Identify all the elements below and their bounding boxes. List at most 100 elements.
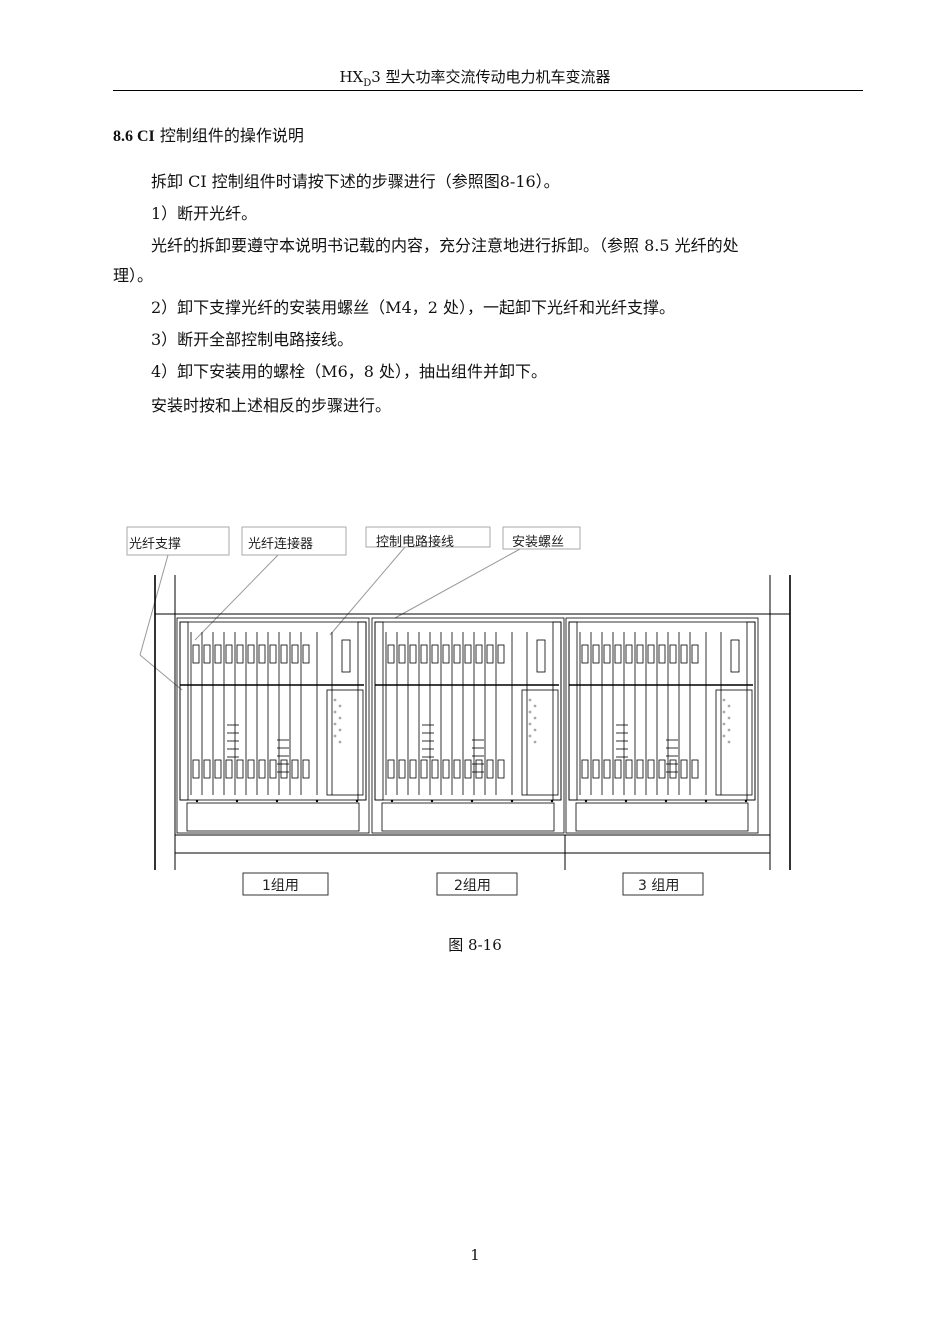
led-dot: [338, 728, 342, 732]
step-1: 1）断开光纤。: [151, 204, 258, 223]
group-outline: [565, 617, 759, 834]
screw: [195, 799, 199, 803]
group-outline: [176, 617, 370, 834]
leader-line-1: [139, 554, 169, 656]
card-handle-top: [398, 644, 406, 664]
section-heading: 8.6 CI 控制组件的操作说明: [113, 122, 304, 146]
led-dot: [533, 704, 537, 708]
group-label-2: 2组用: [454, 878, 491, 894]
screw: [275, 799, 279, 803]
card-handle-top: [269, 644, 277, 664]
card-handle-top: [258, 644, 266, 664]
callout-box-fiber-connector: [241, 526, 347, 556]
install-note: 安装时按和上述相反的步骤进行。: [151, 396, 392, 415]
card-handle-bottom: [442, 759, 450, 779]
card-handle-bottom: [614, 759, 622, 779]
group-label-1: 1组用: [262, 878, 299, 894]
card-handle-top: [236, 644, 244, 664]
card-handle-top: [291, 644, 299, 664]
led-dot: [722, 734, 726, 738]
card-handle-top: [658, 644, 666, 664]
card-handle-bottom: [302, 759, 310, 779]
card-handle-bottom: [203, 759, 211, 779]
led-dot: [533, 728, 537, 732]
card-handle-bottom: [192, 759, 200, 779]
led-dot: [338, 716, 342, 720]
card-handle-top: [453, 644, 461, 664]
indicator: [536, 639, 546, 673]
indicator: [341, 639, 351, 673]
screw: [704, 799, 708, 803]
card-handle-top: [247, 644, 255, 664]
page-number: 1: [470, 1246, 480, 1264]
group-outline: [371, 617, 565, 834]
card-handle-bottom: [420, 759, 428, 779]
module-group-3: [565, 617, 759, 834]
card-handle-top: [302, 644, 310, 664]
header-title-post: 3 型大功率交流传动电力机车变流器: [371, 68, 611, 86]
screw: [744, 799, 748, 803]
card-handle-top: [669, 644, 677, 664]
card-handle-top: [280, 644, 288, 664]
card-handle-top: [387, 644, 395, 664]
header-title-pre: HX: [339, 68, 364, 86]
card-handle-top: [431, 644, 439, 664]
card-cage: [568, 621, 756, 801]
card-handle-bottom: [658, 759, 666, 779]
card-handle-top: [691, 644, 699, 664]
screw: [390, 799, 394, 803]
screw: [624, 799, 628, 803]
card-handle-top: [420, 644, 428, 664]
card-handle-top: [497, 644, 505, 664]
card-handle-top: [592, 644, 600, 664]
led-dot: [333, 698, 337, 702]
led-dot: [528, 734, 532, 738]
card-handle-top: [636, 644, 644, 664]
cable-duct: [381, 802, 555, 832]
side-panel: [326, 689, 364, 796]
card-handle-top: [464, 644, 472, 664]
group-label-box-2: [436, 872, 518, 896]
card-handle-top: [625, 644, 633, 664]
card-handle-bottom: [236, 759, 244, 779]
led-dot: [727, 740, 731, 744]
side-rail-left: [179, 621, 189, 801]
leader-line-3: [329, 546, 406, 636]
card-handle-bottom: [214, 759, 222, 779]
screw: [470, 799, 474, 803]
step-3: 3）断开全部控制电路接线。: [151, 330, 354, 349]
side-panel: [521, 689, 559, 796]
card-handle-top: [486, 644, 494, 664]
led-dot: [333, 722, 337, 726]
card-handle-bottom: [636, 759, 644, 779]
header-title-sub: D: [363, 78, 372, 89]
group-label-3: 3 组用: [638, 878, 679, 894]
card-handle-bottom: [409, 759, 417, 779]
card-handle-bottom: [592, 759, 600, 779]
group-labels: 1组用 2组用 3 组用: [242, 872, 704, 896]
led-dot: [722, 710, 726, 714]
cabinet-frame: [154, 575, 791, 870]
running-header: HXD3 型大功率交流传动电力机车变流器: [0, 66, 950, 89]
screw: [235, 799, 239, 803]
screw: [315, 799, 319, 803]
card-handle-bottom: [669, 759, 677, 779]
group-label-box-3: [622, 872, 704, 896]
side-rail-right: [552, 621, 562, 801]
callout-fiber-support: 光纤支撑: [129, 537, 181, 552]
callout-box-mount-screw: [502, 526, 581, 550]
step-2: 2）卸下支撑光纤的安装用螺丝（M4，2 处），一起卸下光纤和光纤支撑。: [151, 298, 676, 317]
led-dot: [727, 728, 731, 732]
card-handle-top: [214, 644, 222, 664]
led-dot: [528, 722, 532, 726]
card-handle-top: [192, 644, 200, 664]
card-handle-top: [442, 644, 450, 664]
module-group-2: [371, 617, 565, 834]
side-rail-left: [374, 621, 384, 801]
module-group-1: [176, 617, 370, 834]
cable-duct: [186, 802, 360, 832]
leader-line-2: [194, 554, 279, 641]
callout-box-control-wiring: [365, 526, 491, 548]
card-handle-bottom: [486, 759, 494, 779]
card-handle-bottom: [225, 759, 233, 779]
